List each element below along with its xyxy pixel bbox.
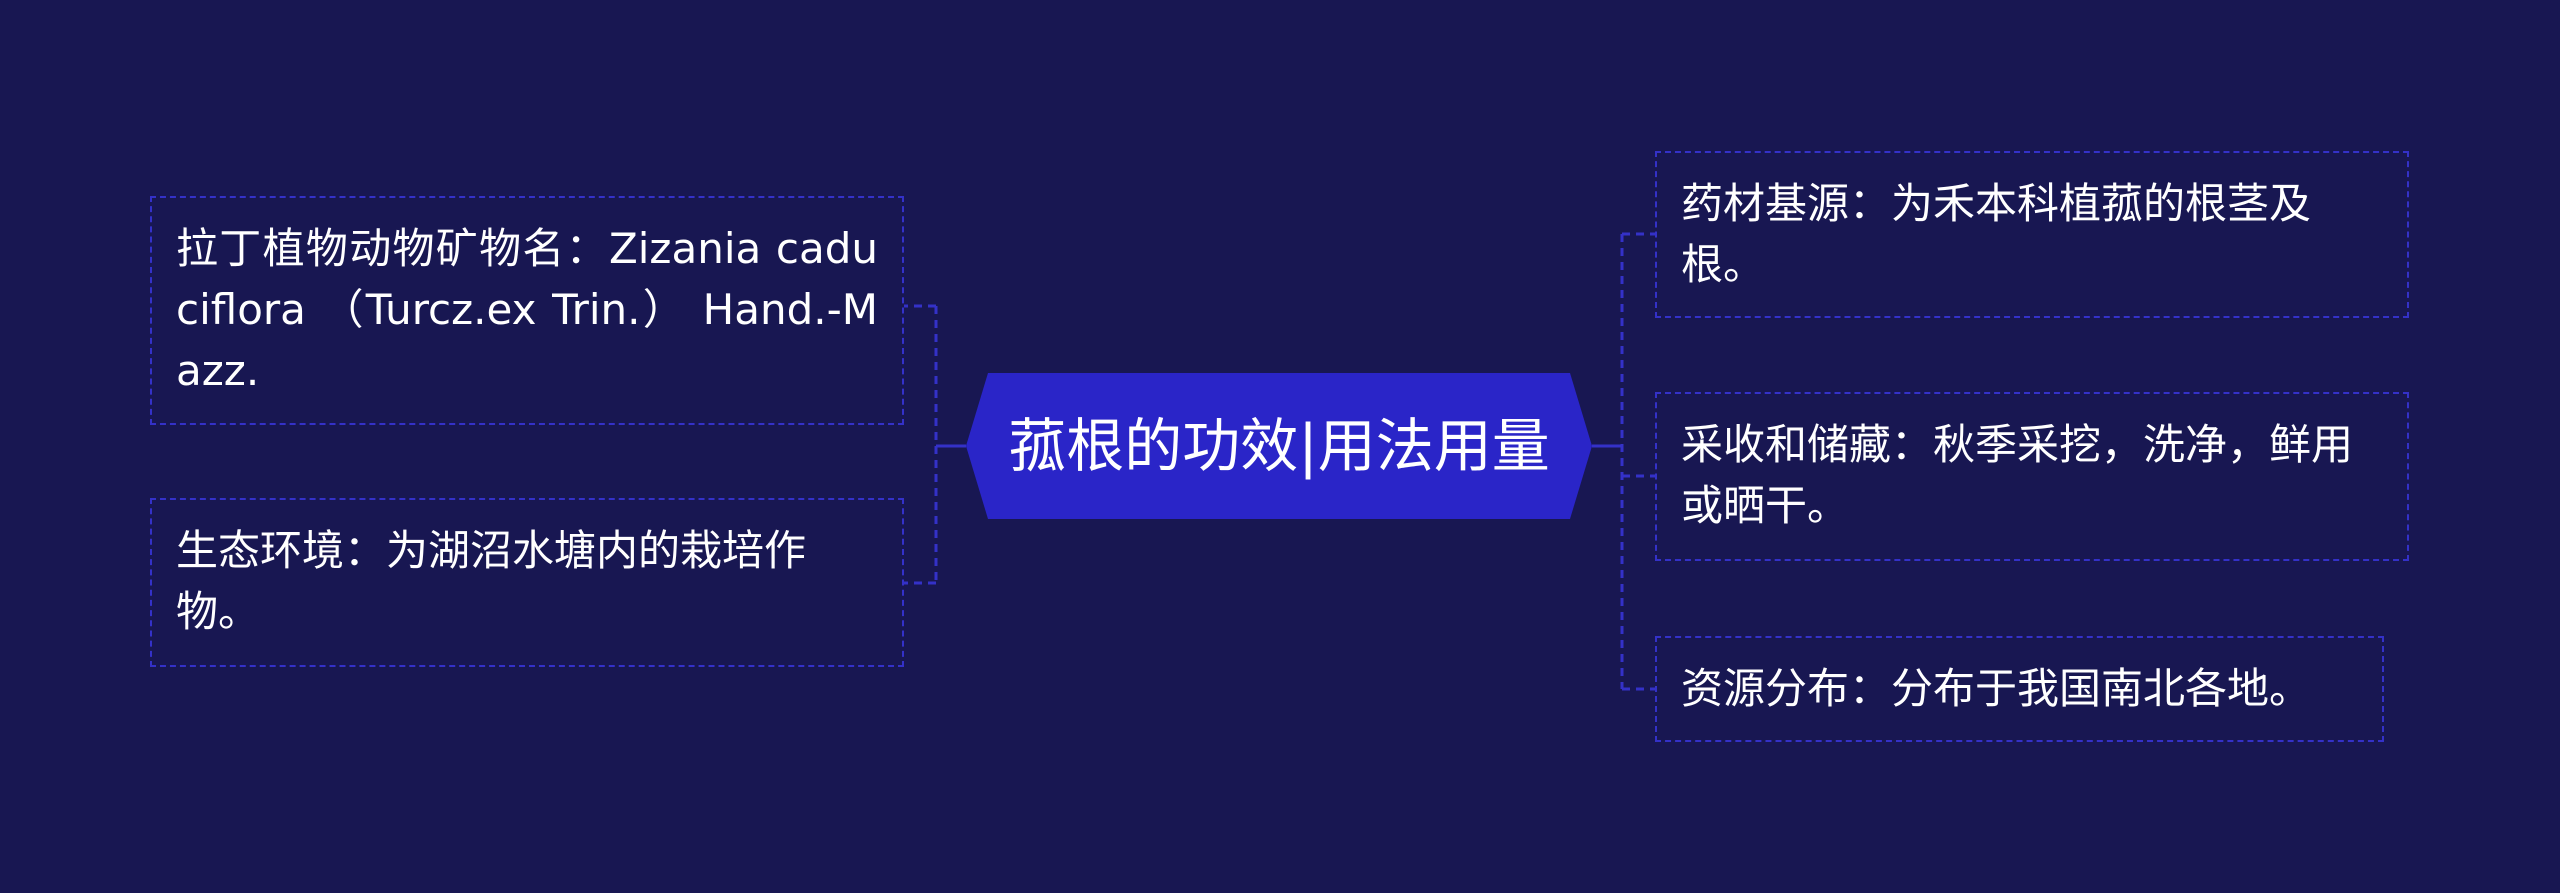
node-latin-name-text: 拉丁植物动物矿物名：Zizania caduciflora （Turcz.ex … — [176, 224, 878, 395]
node-habitat[interactable]: 生态环境：为湖沼水塘内的栽培作物。 — [150, 498, 904, 667]
node-harvest-storage-text: 采收和储藏：秋季采挖，洗净，鲜用或晒干。 — [1681, 420, 2354, 530]
node-distribution-text: 资源分布：分布于我国南北各地。 — [1681, 664, 2312, 713]
node-harvest-storage[interactable]: 采收和储藏：秋季采挖，洗净，鲜用或晒干。 — [1655, 392, 2409, 561]
node-medicinal-source[interactable]: 药材基源：为禾本科植菰的根茎及根。 — [1655, 151, 2409, 318]
central-topic-title: 菰根的功效|用法用量 — [1008, 412, 1550, 480]
central-topic-shape — [966, 373, 1592, 519]
node-latin-name[interactable]: 拉丁植物动物矿物名：Zizania caduciflora （Turcz.ex … — [150, 196, 904, 425]
central-topic[interactable]: 菰根的功效|用法用量 — [966, 373, 1592, 519]
node-habitat-text: 生态环境：为湖沼水塘内的栽培作物。 — [176, 526, 807, 636]
node-medicinal-source-text: 药材基源：为禾本科植菰的根茎及根。 — [1681, 179, 2312, 289]
node-distribution[interactable]: 资源分布：分布于我国南北各地。 — [1655, 636, 2384, 742]
